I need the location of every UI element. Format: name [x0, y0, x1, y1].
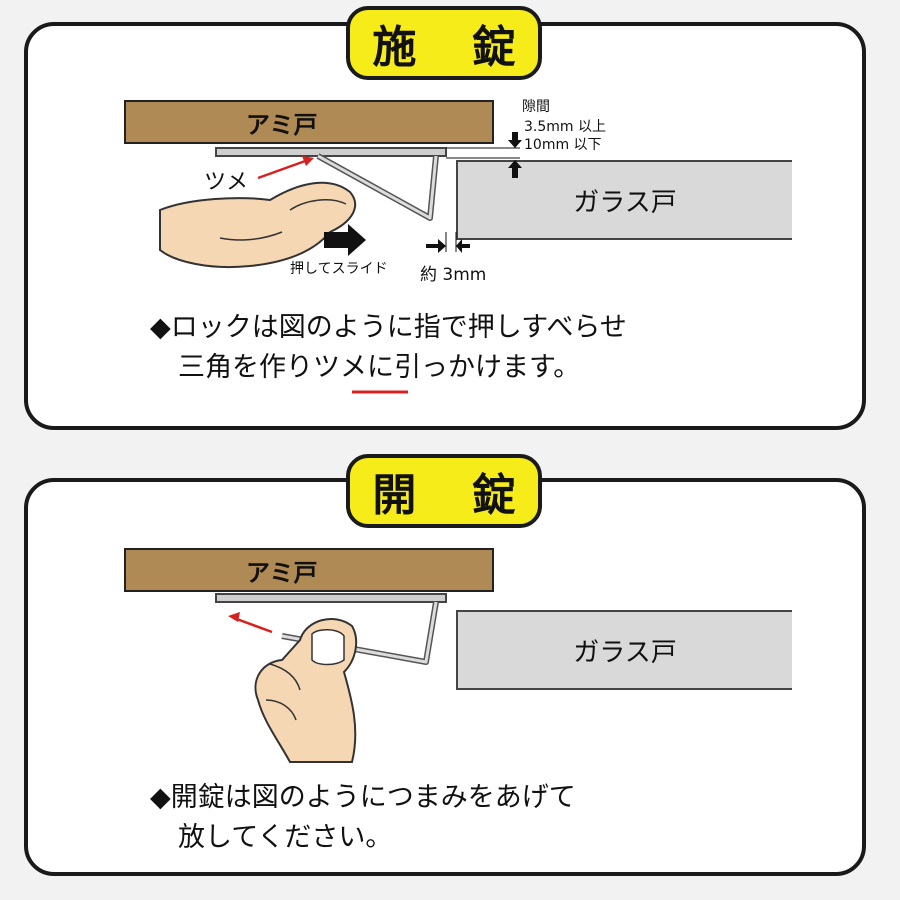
slide-arrow-icon — [324, 224, 366, 256]
lock-screen-door-label: アミ戸 — [246, 110, 318, 139]
unlock-screen-door: アミ戸 — [124, 548, 494, 592]
unlock-lift-arrow — [233, 616, 273, 634]
unlock-screen-door-label: アミ戸 — [246, 558, 318, 587]
lock-title-badge: 施 錠 — [346, 6, 542, 80]
unlock-instruction-line1: ◆開錠は図のようにつまみをあげて — [150, 782, 576, 813]
gap-label: 隙間 — [522, 99, 550, 115]
lock-glass-door-label: ガラス戸 — [573, 187, 677, 218]
lock-tsume-arrow — [257, 158, 309, 180]
lock-latch-plate — [215, 147, 447, 157]
gap-arrow-up-icon — [508, 160, 522, 178]
gap-min-label: 3.5mm 以上 — [524, 119, 606, 135]
unlock-title: 開 錠 — [372, 470, 536, 521]
unlock-hand-icon — [254, 617, 358, 763]
clearance-label: 約 3mm — [420, 265, 487, 285]
lock-screen-door: アミ戸 — [124, 100, 494, 144]
unlock-instructions: ◆開錠は図のようにつまみをあげて 放してください。 — [150, 778, 576, 858]
unlock-instruction-line2: 放してください。 — [178, 822, 393, 853]
unlock-glass-door: ガラス戸 — [456, 610, 792, 690]
gap-arrow-down-icon — [508, 132, 522, 148]
lock-hand-icon — [159, 181, 357, 269]
slide-label: 押してスライド — [290, 261, 388, 277]
unlock-glass-door-label: ガラス戸 — [573, 637, 677, 668]
lock-instructions: ◆ロックは図のように指で押しすべらせ 三角を作りツメに引っかけます。 — [150, 308, 627, 388]
clearance-arrow-left-icon — [456, 239, 470, 253]
lock-instruction-line1: ◆ロックは図のように指で押しすべらせ — [150, 312, 627, 343]
lock-title: 施 錠 — [372, 22, 536, 73]
lock-instruction-line2: 三角を作りツメに引っかけます。 — [178, 352, 581, 383]
tsume-label: ツメ — [204, 170, 249, 195]
unlock-title-badge: 開 錠 — [346, 454, 542, 528]
unlock-latch-plate — [215, 593, 447, 603]
clearance-arrow-right-icon — [426, 239, 446, 253]
gap-max-label: 10mm 以下 — [524, 137, 602, 153]
